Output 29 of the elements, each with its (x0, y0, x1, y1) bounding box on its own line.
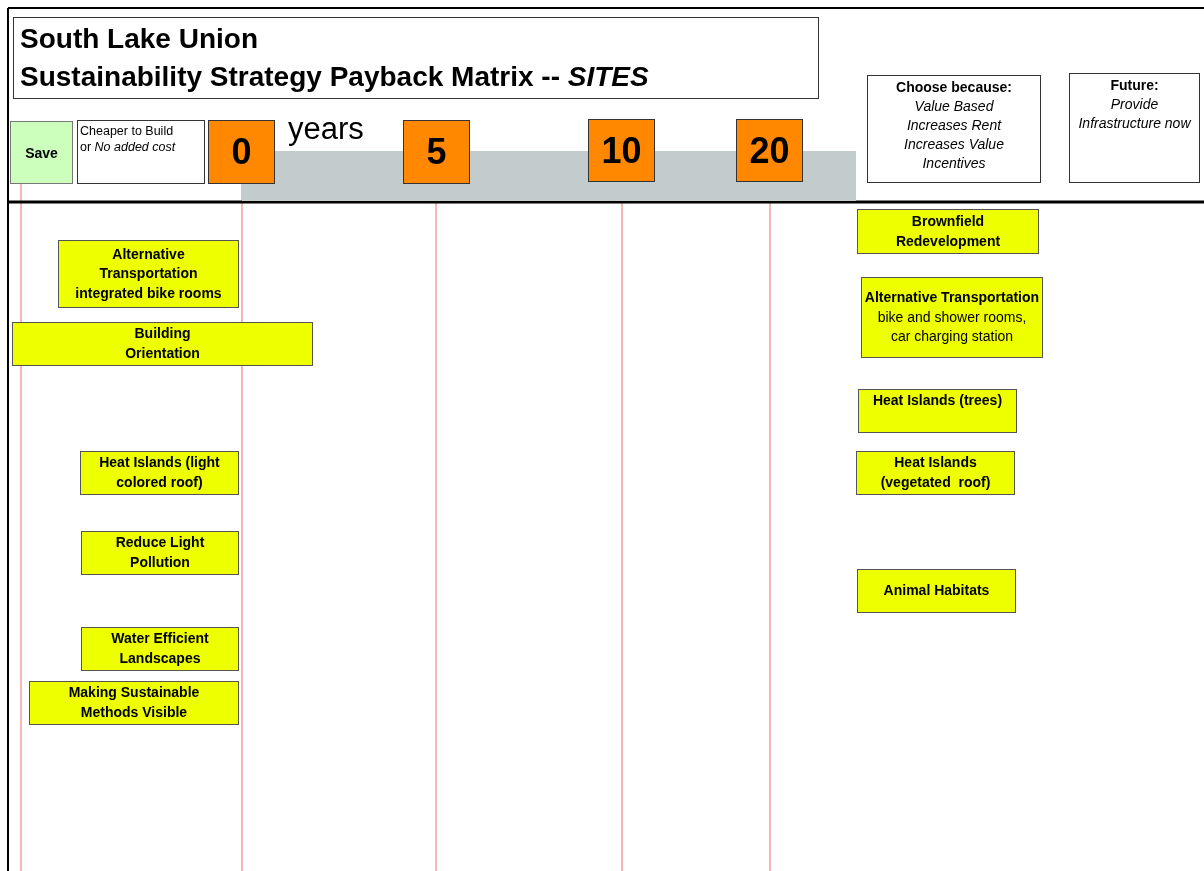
body-text: Provide Infrastructure now (1077, 94, 1192, 133)
year-marker: 10 (588, 119, 655, 182)
subtitle-text: Sustainability Strategy Payback Matrix -- SITES (20, 59, 649, 94)
body-text: bike and shower rooms, car charging station (876, 307, 1028, 347)
year-marker: 20 (736, 119, 803, 182)
heading-text: South Lake Union (20, 22, 258, 56)
note-box: Cheaper to Build or No added cost (77, 120, 205, 184)
strategy-box: Brownfield Redevelopment (857, 209, 1039, 254)
heading-text: Choose because: (896, 78, 1012, 97)
title-box (13, 17, 819, 99)
strategy-box: Reduce Light Pollution (81, 531, 239, 575)
heading-text: Future: (1110, 76, 1159, 95)
year-marker: 5 (403, 120, 470, 184)
save-box: Save (10, 121, 73, 184)
strategy-box: Alternative Transportation integrated bike rooms (58, 240, 239, 308)
strategy-box: Heat Islands (trees) (858, 389, 1017, 433)
strategy-box: Water Efficient Landscapes (81, 627, 239, 671)
year-marker: 0 (208, 120, 275, 184)
strategy-box: Animal Habitats (857, 569, 1016, 613)
body-text: Value Based Increases Rent Increases Value Incentives (903, 96, 1005, 173)
strategy-box (861, 277, 1043, 358)
strategy-box: Building Orientation (12, 322, 313, 366)
strategy-box: Heat Islands (light colored roof) (80, 451, 239, 495)
note-box (1069, 73, 1200, 183)
strategy-box: Making Sustainable Methods Visible (29, 681, 239, 725)
axis-label: years (288, 111, 364, 147)
strategy-box: Heat Islands (vegetated roof) (856, 451, 1015, 495)
note-box (867, 75, 1041, 183)
heading-text: Alternative Transportation (864, 288, 1040, 308)
